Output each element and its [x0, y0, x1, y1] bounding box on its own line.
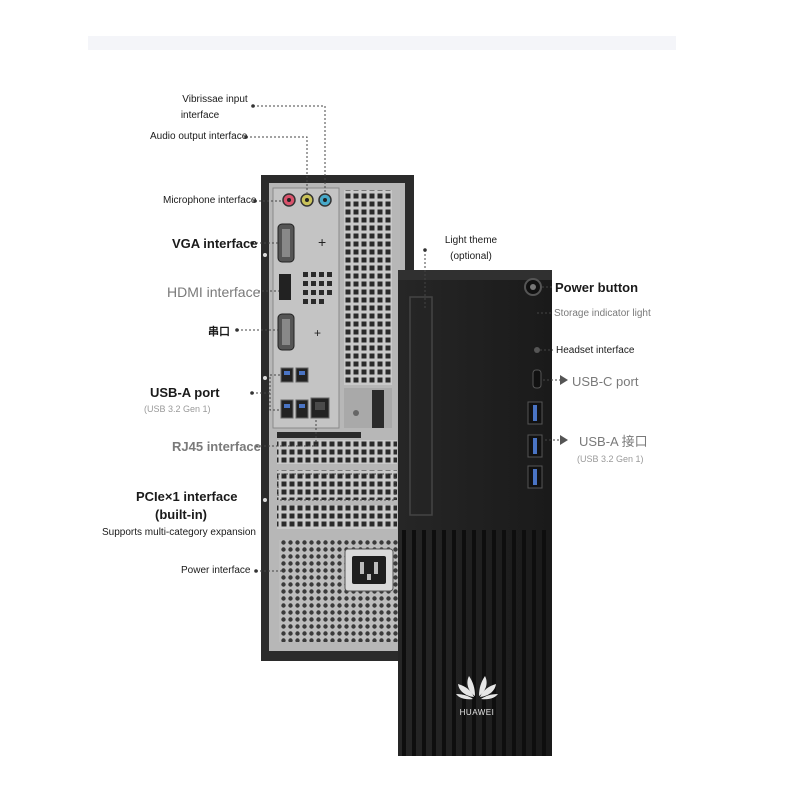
label-usb-a-port-spec: (USB 3.2 Gen 1)	[144, 404, 211, 414]
label-pcie-builtin: (built-in)	[155, 507, 207, 522]
callout-lines	[237, 105, 560, 572]
label-power-interface: Power interface	[181, 565, 251, 576]
label-vibrissae-input: Vibrissae input	[182, 94, 248, 105]
label-usb-a-front: USB-A 接口	[579, 434, 648, 449]
svg-text:+: +	[318, 234, 326, 250]
label-light-theme: Light theme	[444, 235, 498, 246]
top-banner-strip	[88, 36, 676, 50]
front-chassis	[398, 270, 552, 756]
label-microphone: Microphone interface	[163, 195, 257, 206]
label-usb-c: USB-C port	[572, 374, 639, 389]
label-storage-indicator: Storage indicator light	[554, 308, 651, 319]
huawei-logo-icon	[456, 676, 498, 700]
label-vga: VGA interface	[172, 236, 258, 251]
rear-ports: + +	[277, 193, 359, 419]
label-usb-a-port: USB-A port	[150, 385, 220, 400]
label-pcie: PCIe×1 interface	[136, 489, 238, 504]
label-headset: Headset interface	[556, 345, 635, 356]
label-vibrissae-input-2: interface	[180, 110, 220, 121]
label-usb-a-front-spec: (USB 3.2 Gen 1)	[577, 454, 644, 464]
label-power-button: Power button	[555, 280, 639, 295]
label-pcie-expansion: Supports multi-category expansion	[102, 527, 256, 538]
label-serial: 串口	[208, 326, 230, 338]
brand-wordmark: HUAWEI	[459, 708, 495, 717]
label-light-theme-optional: (optional)	[450, 251, 492, 262]
label-hdmi: HDMI interface	[167, 284, 261, 300]
label-audio-output: Audio output interface	[150, 131, 248, 142]
callout-dots	[235, 104, 427, 573]
label-rj45: RJ45 interface	[172, 439, 261, 454]
svg-text:+: +	[314, 326, 321, 340]
